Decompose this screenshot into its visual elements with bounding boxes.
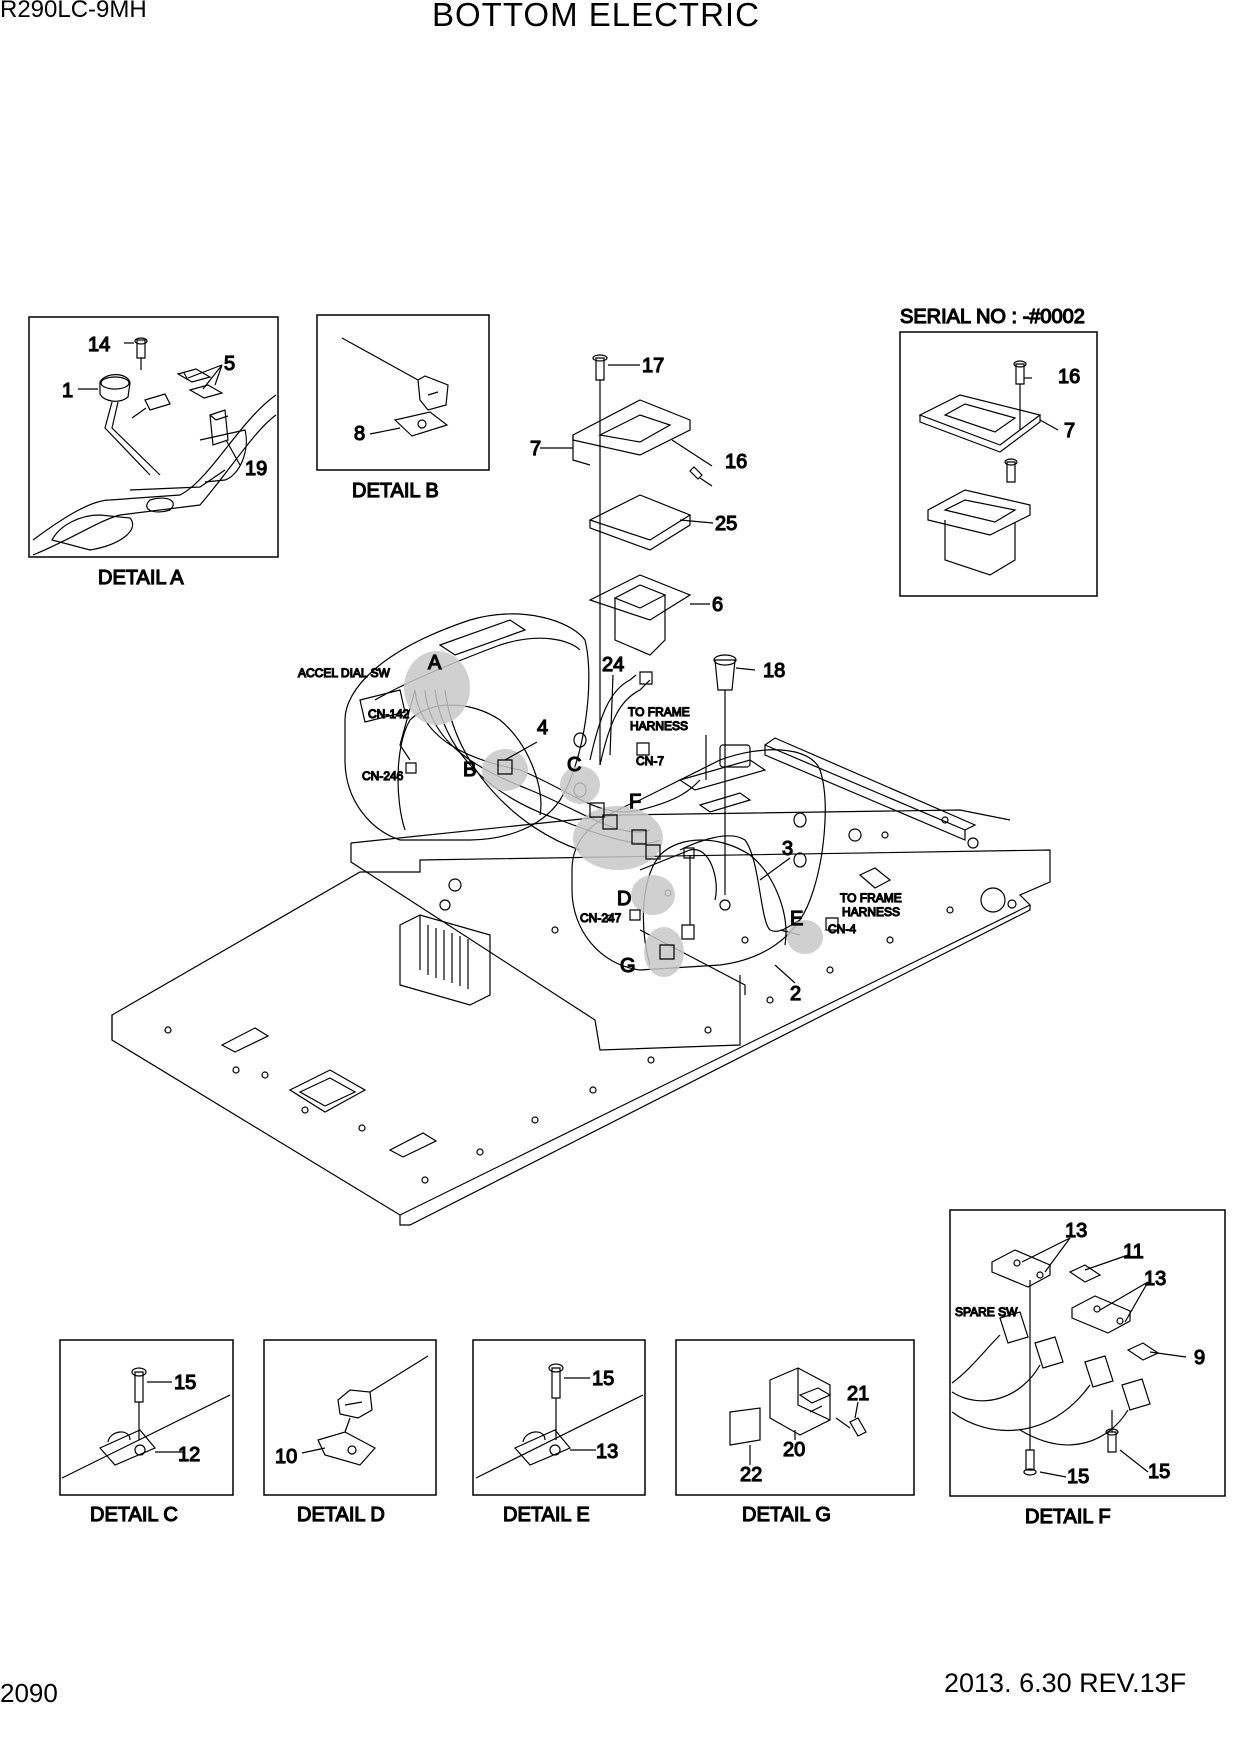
part-number-4: 4 <box>537 717 548 739</box>
part-number-22: 22 <box>740 1464 762 1486</box>
model-number: R290LC-9MH <box>0 0 147 23</box>
to-frame-label-2: TO FRAME <box>840 891 902 905</box>
page-number: 2090 <box>0 1678 58 1708</box>
detail-d-caption: DETAIL D <box>297 1504 385 1526</box>
part-number-25: 25 <box>715 513 737 535</box>
callout-letter-d: D <box>617 888 631 910</box>
revision-date: 2013. 6.30 REV.13F <box>944 1668 1187 1698</box>
detail-e-panel <box>473 1340 645 1495</box>
serial-number-label: SERIAL NO : -#0002 <box>900 306 1085 328</box>
part-number-9: 9 <box>1194 1347 1205 1369</box>
detail-d-panel <box>264 1340 436 1495</box>
part-number-24: 24 <box>602 654 624 676</box>
part-number-15-f-right: 15 <box>1148 1461 1170 1483</box>
callout-letter-f: F <box>629 791 641 813</box>
part-number-21: 21 <box>847 1383 869 1405</box>
part-number-15-f-left: 15 <box>1067 1466 1089 1488</box>
callout-letter-b: B <box>463 759 476 781</box>
callout-letter-e: E <box>790 908 803 930</box>
detail-c-caption: DETAIL C <box>90 1504 178 1526</box>
accel-dial-sw-label: ACCEL DIAL SW <box>298 666 390 680</box>
cn-142-label: CN-142 <box>368 707 410 721</box>
part-number-3: 3 <box>782 838 793 860</box>
page-title: BOTTOM ELECTRIC <box>432 0 760 33</box>
part-number-14: 14 <box>88 334 110 356</box>
part-number-12: 12 <box>178 1444 200 1466</box>
part-number-6: 6 <box>712 594 723 616</box>
to-frame-label-1: TO FRAME <box>628 705 690 719</box>
part-number-16-inset: 16 <box>1058 366 1080 388</box>
part-number-13-f-top: 13 <box>1065 1220 1087 1242</box>
part-number-11: 11 <box>1123 1241 1144 1263</box>
part-number-15-c: 15 <box>174 1372 196 1394</box>
harness-label-1: HARNESS <box>630 719 688 733</box>
cn-247-label: CN-247 <box>580 911 622 925</box>
part-number-15-e: 15 <box>592 1368 614 1390</box>
detail-b-caption: DETAIL B <box>352 480 439 502</box>
part-number-7-inset: 7 <box>1064 420 1075 442</box>
harness-label-2: HARNESS <box>842 905 900 919</box>
part-number-16: 16 <box>725 451 747 473</box>
part-number-19: 19 <box>245 458 267 480</box>
detail-c-panel <box>60 1340 233 1495</box>
serial-inset-panel <box>900 332 1097 596</box>
detail-a-caption: DETAIL A <box>98 567 184 589</box>
detail-g-panel <box>676 1340 914 1495</box>
part-number-20: 20 <box>783 1439 805 1461</box>
part-number-5: 5 <box>224 353 235 375</box>
detail-g-caption: DETAIL G <box>742 1504 831 1526</box>
callout-letter-g: G <box>620 955 636 977</box>
part-number-13-e: 13 <box>596 1441 618 1463</box>
callout-letter-a: A <box>428 652 442 674</box>
detail-f-caption: DETAIL F <box>1025 1506 1111 1528</box>
part-number-13-f-mid: 13 <box>1144 1268 1166 1290</box>
part-number-17: 17 <box>642 355 664 377</box>
part-number-8: 8 <box>354 423 365 445</box>
part-number-2: 2 <box>790 983 801 1005</box>
detail-a-panel <box>29 317 278 557</box>
part-number-10: 10 <box>275 1446 297 1468</box>
detail-b-panel <box>317 315 489 470</box>
part-number-7: 7 <box>530 438 541 460</box>
spare-sw-label: SPARE SW <box>955 1305 1018 1319</box>
cn-7-label: CN-7 <box>636 754 664 768</box>
part-number-18: 18 <box>763 660 785 682</box>
detail-e-caption: DETAIL E <box>503 1504 590 1526</box>
detail-f-panel <box>950 1210 1225 1496</box>
part-number-1: 1 <box>62 380 73 402</box>
callout-letter-c: C <box>567 754 581 776</box>
cn-4-label: CN-4 <box>828 922 856 936</box>
cn-246-label: CN-246 <box>362 769 404 783</box>
main-assembly <box>112 355 1050 1225</box>
